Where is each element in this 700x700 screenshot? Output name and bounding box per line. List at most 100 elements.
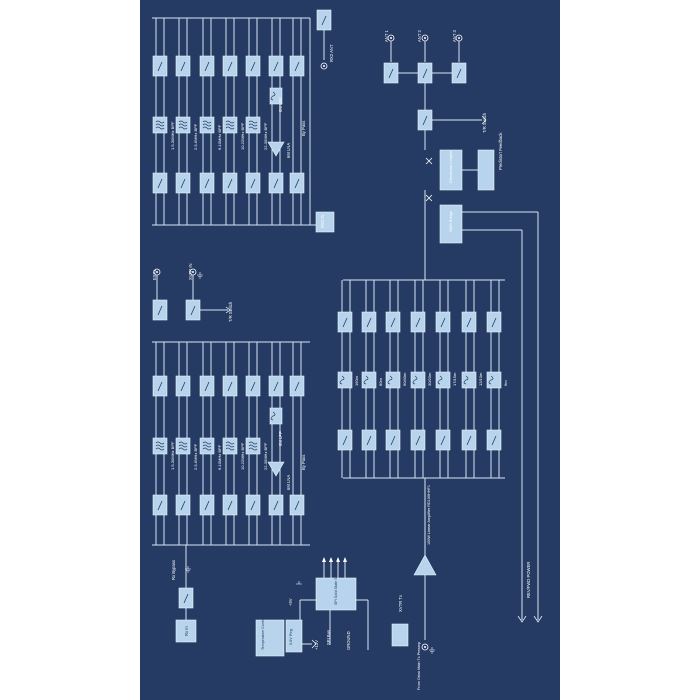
up-arrow-icon [329, 557, 333, 562]
tx-lpf-band-label: 80m [378, 378, 383, 386]
switch-icon [366, 435, 372, 446]
spi-block-label: SPI Solid State Select and Relay Control [334, 540, 338, 605]
switch-icon [294, 381, 300, 392]
xvtr-tx-label: XVTR Tx [398, 594, 403, 612]
filter-wave-icon [155, 120, 165, 124]
up-arrow-icon [322, 557, 326, 562]
switch-icon [157, 178, 163, 189]
lower-bpf-label: 10-22MHz BPF [240, 442, 245, 470]
rx2-in-label: RX2 IN [320, 215, 325, 229]
rx2-in-block [315, 211, 335, 233]
component-icons [153, 15, 543, 654]
switch-icon [273, 61, 279, 72]
switch-icon [273, 500, 279, 511]
connector-pin-icon [424, 646, 426, 648]
filter-wave-icon [155, 126, 165, 130]
switch-icon [273, 381, 279, 392]
switch-icon [183, 593, 189, 604]
connector-pin-icon [424, 37, 426, 39]
from-orion-label: From Orion Main Tx Preamp [417, 642, 421, 690]
lower-bpf-label: 6-10MHz BPF [217, 444, 222, 470]
lpf-wave-icon [270, 91, 276, 101]
switch-icon [422, 68, 428, 79]
lower-6m-lna-triangle [267, 461, 285, 477]
bypass-label-lower: By Pass [301, 455, 306, 470]
tx-lpf-block [435, 371, 451, 389]
switch-icon [294, 61, 300, 72]
lpf-wave-icon [437, 375, 443, 385]
rx2-ant-connector-icon [320, 62, 328, 70]
lpf-wave-icon [339, 375, 345, 385]
arrow-icon [311, 639, 317, 649]
filter-wave-icon [202, 444, 212, 448]
xvtr-in-connector-icon [189, 268, 197, 276]
filter-wave-icon [202, 120, 212, 124]
switch-icon [157, 500, 163, 511]
spi-control-block [315, 577, 357, 611]
switch-icon [466, 317, 472, 328]
filter-wave-icon [225, 447, 235, 451]
lpf-wave-icon [463, 375, 469, 385]
predistort-feedback-block [477, 149, 495, 191]
filter-wave-icon [178, 120, 188, 124]
switch-icon [466, 435, 472, 446]
switch-icon [250, 178, 256, 189]
filter-wave-icon [178, 441, 188, 445]
diagram-labels: RX2 ANT 6M LPF By Pass 6M LNA RX2 IN ANT… [152, 30, 531, 690]
switch-icon [250, 61, 256, 72]
arrow-icon [517, 615, 527, 623]
switch-icon [491, 435, 497, 446]
filter-wave-icon [202, 441, 212, 445]
switch-icon [180, 381, 186, 392]
connector-pin-icon [156, 271, 158, 273]
switch-icon [227, 61, 233, 72]
switch-icon [250, 500, 256, 511]
switch-icon [321, 15, 327, 26]
tx-lpf-band-label: 30/20m [427, 372, 432, 386]
cross-icon [425, 194, 433, 202]
switch-icon [390, 435, 396, 446]
ant1-connector-icon [387, 34, 395, 42]
upper-6m-lna-triangle [267, 141, 285, 157]
ant2-label: ANT 2 [417, 30, 422, 42]
tx-lpf-band-label: 160m [354, 375, 359, 386]
tx-lpf-block [385, 371, 401, 389]
switch-icon [157, 61, 163, 72]
tx-lpf-block [361, 371, 377, 389]
swr-bridge-label: SWR Bridge [449, 211, 453, 232]
tx-lpf-band-label: 6m [503, 380, 508, 386]
switch-icon [204, 381, 210, 392]
ground-label: GROUND [346, 631, 351, 650]
power-amplifier [413, 554, 437, 576]
xvtr-tx-block [391, 623, 409, 647]
tx-lpf-block [410, 371, 426, 389]
filter-wave-icon [178, 444, 188, 448]
lpf-wave-icon [488, 375, 494, 385]
ground-icon [185, 566, 191, 573]
switch-icon [250, 381, 256, 392]
filter-wave-icon [155, 123, 165, 127]
filter-wave-icon [178, 123, 188, 127]
switch-icon [491, 317, 497, 328]
rev-fwd-label: REV/FWD POWER [526, 562, 531, 598]
switch-icon [157, 381, 163, 392]
switch-icon [342, 317, 348, 328]
pa-label: 100W Linear Amplifier RD100HHF1 [427, 485, 431, 545]
filter-wave-icon [178, 126, 188, 130]
lpf-wave-icon [412, 375, 418, 385]
switch-icon [273, 178, 279, 189]
spi-bus-label: SPI Bus [326, 630, 331, 645]
switch-icon [440, 317, 446, 328]
rx-in-label: Rx In [184, 626, 189, 636]
rx-bypass-label: Rx Bypass [171, 560, 176, 580]
switch-icon [227, 500, 233, 511]
filter-wave-icon [248, 123, 258, 127]
tx-lpf-block [461, 371, 477, 389]
arrow-icon [481, 115, 487, 125]
lower-bpf-label: 2.5-6MHz BPF [193, 443, 198, 470]
tx-lpf-band-label: 60/40m [402, 372, 407, 386]
up-arrow-icon [336, 557, 340, 562]
switch-icon [157, 305, 163, 316]
gm-lna-label-lower: 6M LNA [286, 475, 291, 490]
swr-bridge-block [439, 204, 463, 244]
